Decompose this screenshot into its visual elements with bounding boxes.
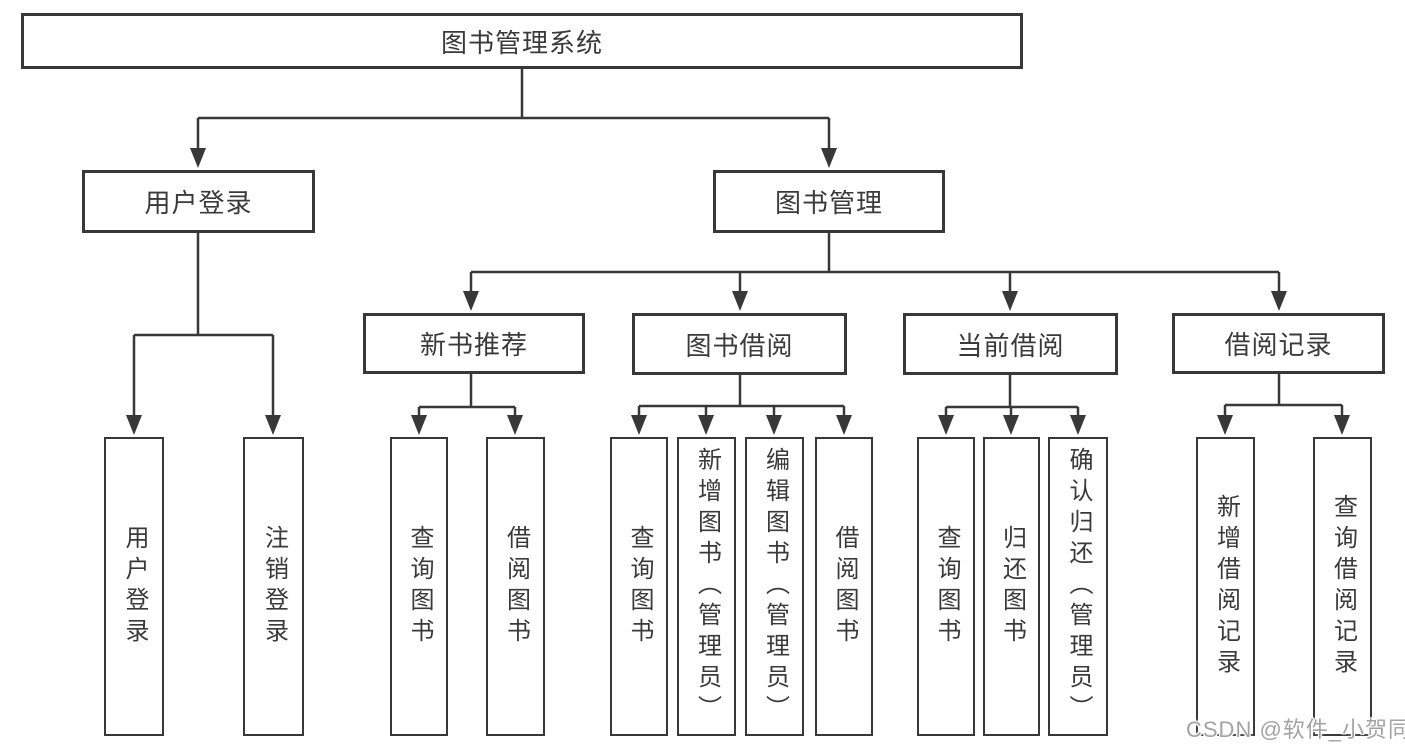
- leaf-query-borrow-record: 查询借阅记录: [1313, 437, 1372, 736]
- csdn-watermark: CSDN @软件_小贺同学: [1186, 717, 1405, 742]
- node-label: 用户登录: [144, 188, 253, 218]
- leaf-label: 查询图书: [933, 524, 960, 649]
- leaf-logout: 注销登录: [243, 437, 304, 736]
- leaf-label: 编辑图书（管理员）: [761, 447, 789, 726]
- leaf-confirm-return-admin: 确认归还（管理员）: [1048, 437, 1108, 736]
- leaf-query-books-borrow: 查询图书: [610, 437, 668, 736]
- leaf-label: 借阅图书: [831, 524, 858, 649]
- leaf-borrow-books-recommend: 借阅图书: [486, 437, 545, 736]
- leaf-add-books-admin: 新增图书（管理员）: [677, 437, 736, 736]
- node-label: 图书管理: [774, 188, 883, 218]
- leaf-label: 新增图书（管理员）: [693, 447, 721, 726]
- leaf-label: 查询借阅记录: [1329, 493, 1357, 680]
- node-label: 图书管理系统: [440, 27, 603, 58]
- leaf-label: 查询图书: [626, 524, 653, 649]
- leaf-label: 用户登录: [121, 524, 148, 649]
- leaf-label: 注销登录: [260, 524, 288, 649]
- leaf-edit-books-admin: 编辑图书（管理员）: [745, 437, 804, 736]
- node-new-book-recommend: 新书推荐: [363, 313, 585, 374]
- node-label: 新书推荐: [419, 330, 528, 360]
- leaf-user-login: 用户登录: [104, 437, 164, 736]
- leaf-label: 确认归还（管理员）: [1065, 447, 1092, 726]
- arrowheads: [126, 148, 1350, 435]
- node-book-borrow: 图书借阅: [632, 313, 847, 375]
- node-user-login: 用户登录: [82, 170, 315, 233]
- leaf-add-borrow-record: 新增借阅记录: [1196, 437, 1255, 736]
- node-book-management: 图书管理: [713, 170, 945, 233]
- leaf-label: 归还图书: [998, 524, 1026, 649]
- leaf-label: 新增借阅记录: [1212, 493, 1240, 680]
- leaf-query-books-recommend: 查询图书: [390, 437, 448, 736]
- node-library-management-system: 图书管理系统: [21, 13, 1023, 69]
- leaf-return-books: 归还图书: [983, 437, 1040, 736]
- node-label: 借阅记录: [1224, 330, 1333, 360]
- node-label: 图书借阅: [685, 330, 794, 361]
- leaf-label: 查询图书: [406, 524, 433, 649]
- node-label: 当前借阅: [956, 330, 1065, 361]
- node-borrow-records: 借阅记录: [1172, 313, 1385, 374]
- node-current-borrow: 当前借阅: [903, 313, 1118, 375]
- leaf-label: 借阅图书: [502, 524, 530, 649]
- leaf-query-books-current: 查询图书: [917, 437, 975, 736]
- leaf-borrow-books: 借阅图书: [815, 437, 873, 736]
